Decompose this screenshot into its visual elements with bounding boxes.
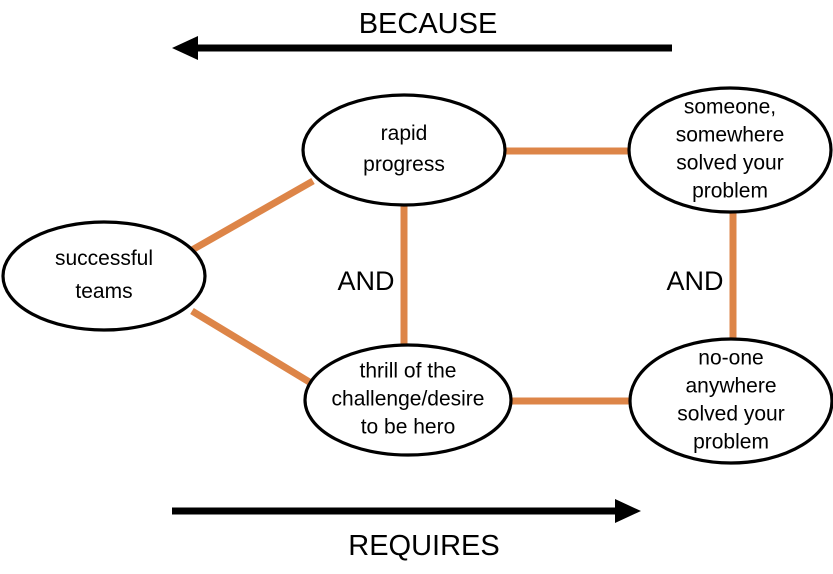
requires-arrow-group — [172, 499, 641, 523]
connector-edges-group — [190, 147, 737, 405]
node-ellipse-thrill-of-the-challenge — [303, 343, 513, 457]
node-rapid-progress[interactable]: rapid progress — [301, 93, 507, 207]
node-label-successful-teams-line-0: successful — [55, 247, 153, 270]
because-arrow-group — [172, 36, 672, 60]
node-ellipse-someone-somewhere-solved — [627, 86, 833, 214]
because-label: BECAUSE — [359, 8, 498, 40]
node-label-no-one-anywhere-solved-line-3: problem — [693, 431, 769, 454]
node-label-someone-somewhere-solved-line-2: solved your — [676, 152, 783, 175]
node-label-rapid-progress-line-1: progress — [363, 153, 445, 176]
node-label-rapid-progress-line-0: rapid — [381, 122, 428, 145]
node-label-no-one-anywhere-solved-line-1: anywhere — [685, 375, 776, 398]
node-label-someone-somewhere-solved-line-1: somewhere — [676, 124, 785, 147]
node-label-successful-teams-line-1: teams — [75, 280, 132, 303]
requires-arrowhead-icon — [615, 499, 641, 523]
node-someone-somewhere-solved[interactable]: someone, somewhere solved your problem — [627, 86, 833, 214]
node-label-thrill-of-the-challenge-line-2: to be hero — [361, 416, 456, 439]
node-label-thrill-of-the-challenge-line-0: thrill of the — [360, 360, 457, 383]
and-label-left: AND — [337, 266, 394, 296]
node-label-no-one-anywhere-solved-line-0: no-one — [698, 347, 763, 370]
node-no-one-anywhere-solved[interactable]: no-one anywhere solved your problem — [628, 337, 833, 465]
connector-successful-teams-to-rapid-progress — [190, 177, 315, 254]
node-ellipse-rapid-progress — [301, 93, 507, 207]
node-label-no-one-anywhere-solved-line-2: solved your — [677, 403, 784, 426]
node-label-thrill-of-the-challenge-line-1: challenge/desire — [332, 388, 485, 411]
node-ellipse-successful-teams — [1, 220, 207, 332]
node-ellipse-no-one-anywhere-solved — [628, 337, 833, 465]
because-arrowhead-icon — [172, 36, 198, 60]
node-thrill-of-the-challenge[interactable]: thrill of the challenge/desire to be hero — [303, 343, 513, 457]
node-label-someone-somewhere-solved-line-3: problem — [692, 180, 768, 203]
connector-successful-teams-to-thrill — [190, 308, 313, 386]
nodes-group: successfulteamsrapidprogresssomeone,some… — [1, 86, 833, 465]
requires-label: REQUIRES — [348, 530, 499, 562]
node-label-someone-somewhere-solved-line-0: someone, — [684, 96, 776, 119]
and-label-right: AND — [666, 266, 723, 296]
node-successful-teams[interactable]: successful teams — [1, 220, 207, 332]
